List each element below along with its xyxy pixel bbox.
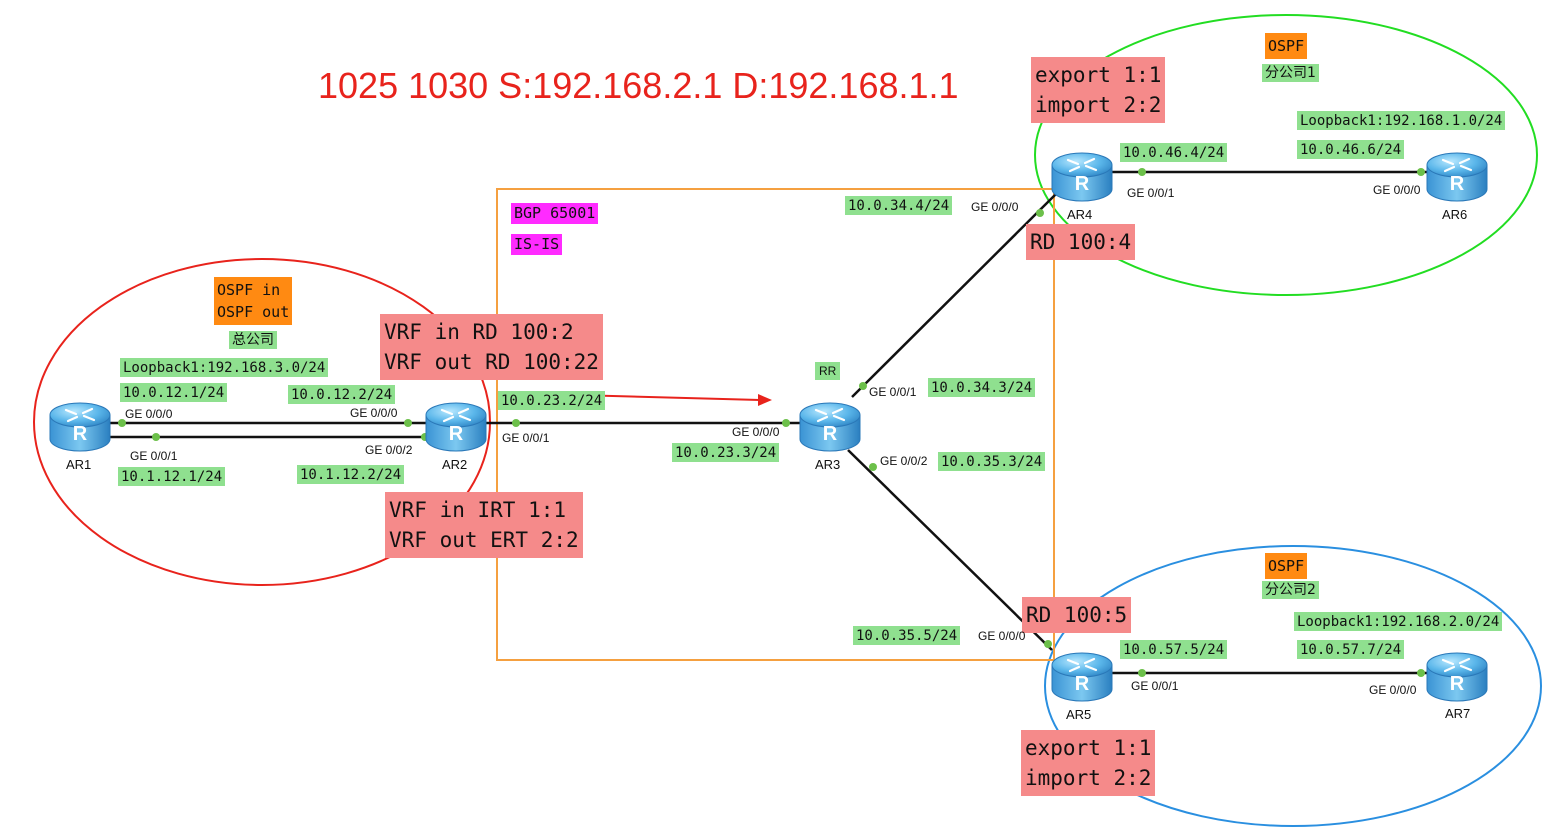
route-reflector-label: RR [815, 362, 841, 380]
traffic-arrow [574, 394, 761, 401]
branch1-rd-note: RD 100:4 [1026, 224, 1136, 260]
ar1-ip-a: 10.0.12.1/24 [120, 383, 228, 402]
ar5-port-lan: GE 0/0/1 [1131, 679, 1179, 693]
ar2-uplink-ip: 10.0.23.2/24 [498, 391, 606, 410]
ar3-port-to-ar2: GE 0/0/0 [732, 425, 780, 439]
branch1-area [1034, 14, 1538, 296]
hq-loopback-label: Loopback1:192.168.3.0/24 [120, 358, 329, 377]
branch2-area [1044, 545, 1542, 827]
router-name-ar4: AR4 [1067, 207, 1093, 222]
ar2-uplink-port: GE 0/0/1 [502, 431, 550, 445]
link-ar3-ar5 [847, 449, 1053, 651]
router-name-ar6: AR6 [1442, 207, 1468, 222]
port-dot [1417, 168, 1425, 176]
vrf-rd-note: VRF in RD 100:2 VRF out RD 100:22 [380, 314, 603, 380]
ar2-ip-b: 10.1.12.2/24 [297, 465, 405, 484]
router-icon-ar7 [1425, 651, 1489, 703]
diagram-title: 1025 1030 S:192.168.2.1 D:192.168.1.1 [318, 65, 959, 106]
ar2-port-a: GE 0/0/0 [350, 406, 398, 420]
branch1-rt-note: export 1:1 import 2:2 [1031, 57, 1166, 123]
branch2-loopback-label: Loopback1:192.168.2.0/24 [1294, 612, 1503, 631]
ar5-ip-lan: 10.0.57.5/24 [1120, 640, 1228, 659]
ar7-ip: 10.0.57.7/24 [1297, 640, 1405, 659]
port-dot [1044, 640, 1052, 648]
bgp-as-label: BGP 65001 [511, 203, 599, 224]
ar2-port-b: GE 0/0/2 [365, 443, 413, 457]
ar6-ip: 10.0.46.6/24 [1297, 140, 1405, 159]
ar4-port-core: GE 0/0/0 [971, 200, 1019, 214]
ar5-port-core: GE 0/0/0 [978, 629, 1026, 643]
router-icon-ar2 [424, 401, 488, 453]
port-dot [1138, 168, 1146, 176]
router-name-ar5: AR5 [1066, 707, 1092, 722]
ar7-port: GE 0/0/0 [1369, 683, 1417, 697]
router-name-ar1: AR1 [66, 457, 92, 472]
router-icon-ar6 [1425, 151, 1489, 203]
port-dot [512, 419, 520, 427]
port-dot [1138, 669, 1146, 677]
port-dot [1417, 669, 1425, 677]
hq-ospf-label: OSPF in OSPF out [214, 277, 293, 325]
branch1-loopback-label: Loopback1:192.168.1.0/24 [1297, 111, 1506, 130]
port-dot [869, 463, 877, 471]
router-name-ar2: AR2 [442, 457, 468, 472]
bgp-domain-box [496, 188, 1055, 661]
ar4-port-lan: GE 0/0/1 [1127, 186, 1175, 200]
ar5-ip-core: 10.0.35.5/24 [853, 626, 961, 645]
branch2-site-name: 分公司2 [1262, 581, 1319, 599]
ar3-port-to-ar5: GE 0/0/2 [880, 454, 928, 468]
ar3-ip-to-ar4: 10.0.34.3/24 [928, 378, 1036, 397]
isis-label: IS-IS [511, 234, 563, 255]
ar2-ip-a: 10.0.12.2/24 [288, 385, 396, 404]
branch2-rt-note: export 1:1 import 2:2 [1021, 730, 1156, 796]
router-name-ar7: AR7 [1445, 706, 1471, 721]
ar6-port: GE 0/0/0 [1373, 183, 1421, 197]
ar3-port-to-ar4: GE 0/0/1 [869, 385, 917, 399]
branch2-ospf-label: OSPF [1265, 553, 1308, 579]
router-icon-ar5 [1050, 651, 1114, 703]
port-dot [859, 382, 867, 390]
ar1-port-a: GE 0/0/0 [125, 407, 173, 421]
ar4-ip-lan: 10.0.46.4/24 [1120, 143, 1228, 162]
router-icon-ar4 [1050, 151, 1114, 203]
router-icon-ar3 [798, 401, 862, 453]
ar1-ip-b: 10.1.12.1/24 [118, 467, 226, 486]
port-dot [782, 419, 790, 427]
ar4-ip-core: 10.0.34.4/24 [845, 196, 953, 215]
branch1-ospf-label: OSPF [1265, 33, 1308, 59]
branch2-rd-note: RD 100:5 [1022, 597, 1132, 633]
ar3-ip-to-ar2: 10.0.23.3/24 [672, 443, 780, 462]
ar3-ip-to-ar5: 10.0.35.3/24 [938, 452, 1046, 471]
router-name-ar3: AR3 [815, 457, 841, 472]
port-dot [152, 433, 160, 441]
hq-site-name: 总公司 [229, 331, 277, 349]
port-dot [1036, 209, 1044, 217]
traffic-arrow-head [758, 394, 772, 406]
ar1-port-b: GE 0/0/1 [130, 449, 178, 463]
router-icon-ar1 [48, 401, 112, 453]
port-dot [404, 419, 412, 427]
link-ar3-ar4 [851, 191, 1059, 398]
port-dot [118, 419, 126, 427]
branch1-site-name: 分公司1 [1262, 64, 1319, 82]
vrf-rt-note: VRF in IRT 1:1 VRF out ERT 2:2 [385, 492, 583, 558]
